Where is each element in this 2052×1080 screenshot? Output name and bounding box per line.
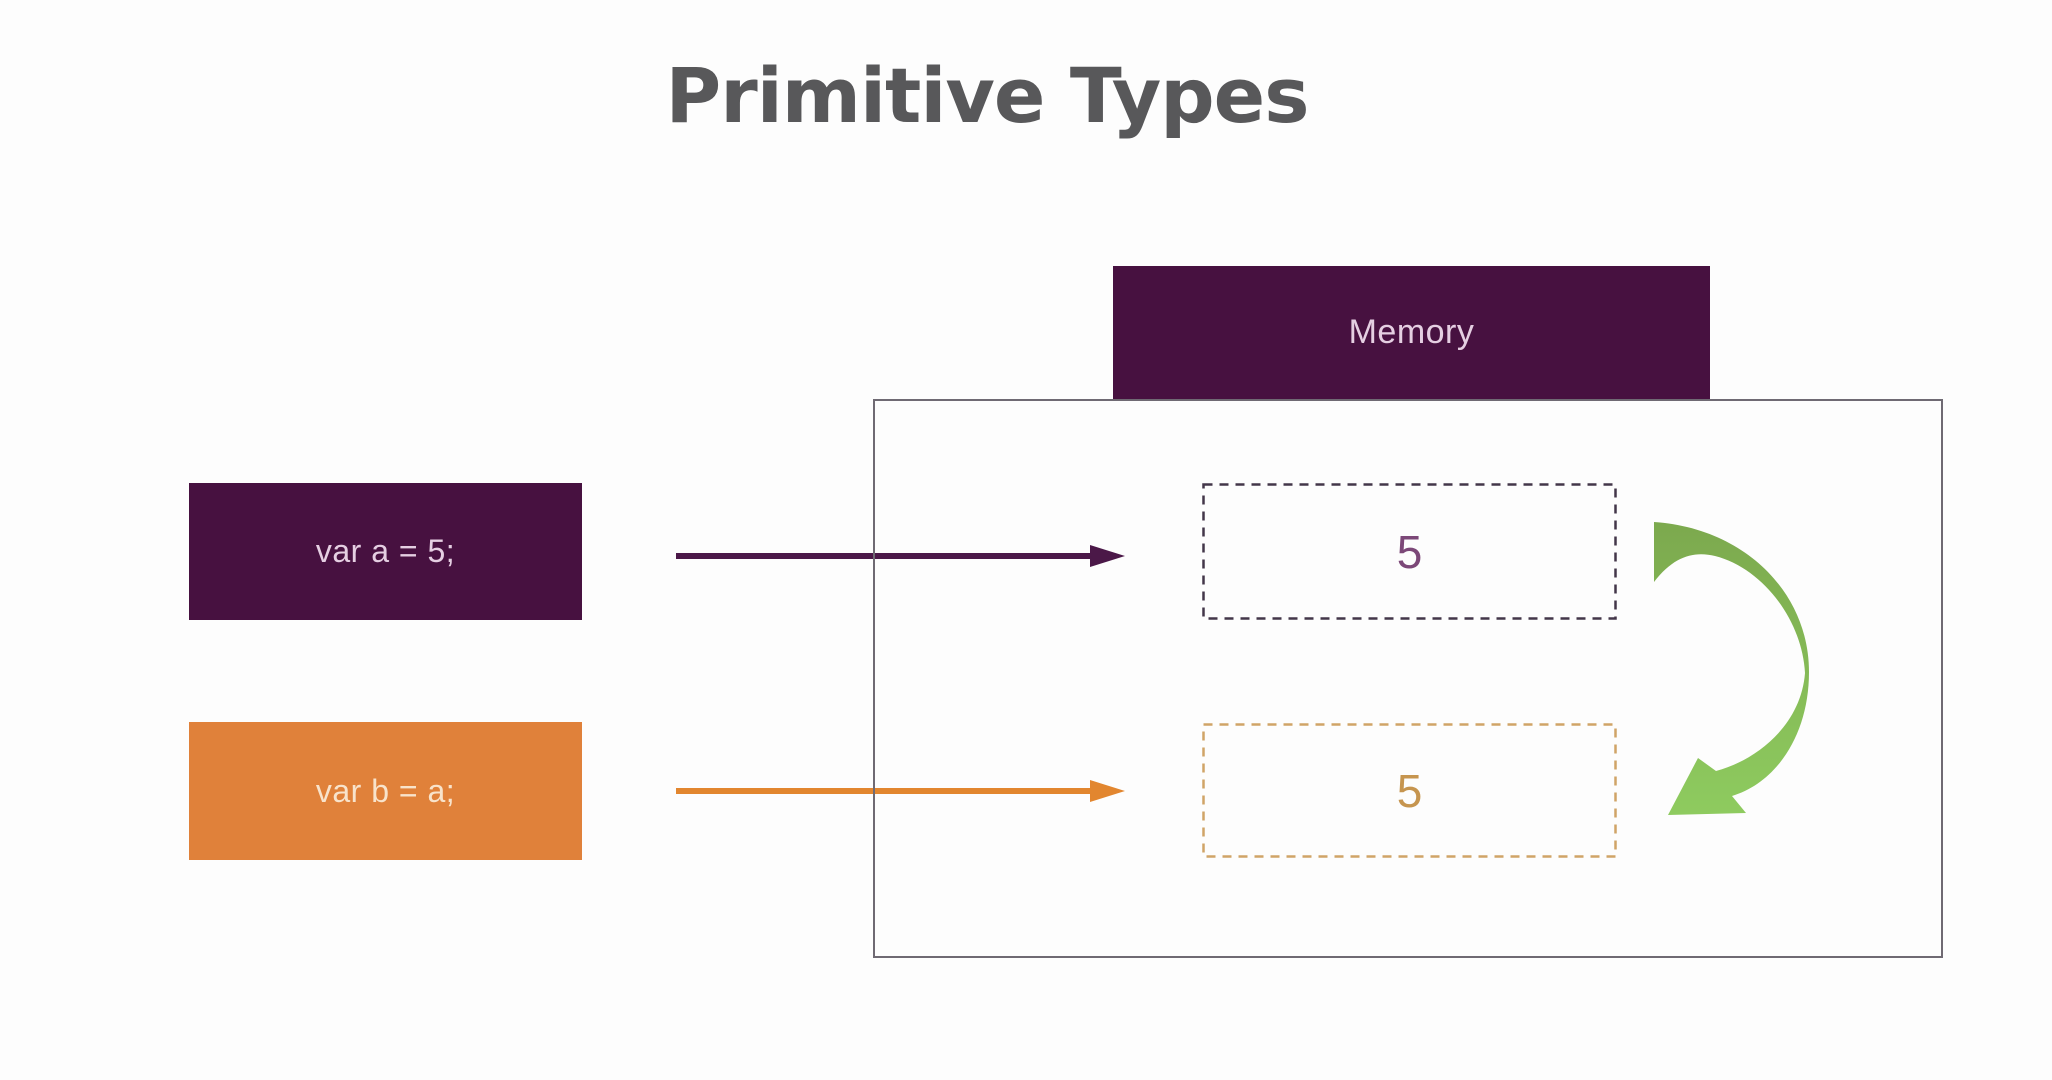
page-title: Primitive Types: [665, 51, 1310, 140]
assignment-arrow-a-icon: [676, 545, 1125, 567]
variable-box-b: var b = a;: [189, 722, 582, 860]
variable-a-label: var a = 5;: [315, 533, 456, 569]
memory-slot-a-value: 5: [1396, 525, 1423, 578]
assignment-arrow-b-icon: [676, 780, 1125, 802]
memory-slot-a-border-rect: [1202, 483, 1617, 620]
memory-slot-a: 5: [1202, 483, 1617, 620]
memory-label: Memory: [1348, 313, 1475, 351]
memory-header: Memory: [1113, 266, 1710, 399]
copy-curved-arrow-icon: [1654, 522, 1809, 815]
assignment-arrow-a-head: [1090, 545, 1125, 567]
assignment-arrow-b-head: [1090, 780, 1125, 802]
copy-curved-arrow-shape: [1654, 522, 1809, 815]
variable-box-a: var a = 5;: [189, 483, 582, 620]
variable-b-label: var b = a;: [315, 772, 456, 809]
memory-panel: [873, 399, 1943, 958]
memory-slot-a-dashed-border: [1202, 483, 1617, 620]
memory-slot-b: 5: [1202, 723, 1617, 858]
memory-slot-b-value: 5: [1396, 764, 1423, 817]
